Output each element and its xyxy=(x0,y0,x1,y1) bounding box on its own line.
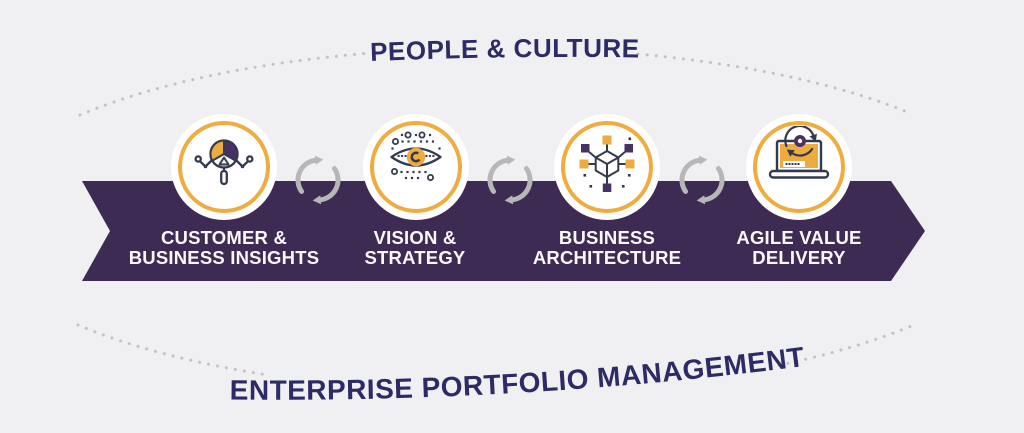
dotted-arc-bottom-left xyxy=(76,323,270,377)
stage-label-line1: VISION & xyxy=(373,227,457,248)
people-culture-title-text: PEOPLE & CULTURE xyxy=(370,33,640,67)
stage-label-line2: DELIVERY xyxy=(752,247,846,268)
stage-ring xyxy=(753,121,845,213)
enterprise-portfolio-title: ENTERPRISE PORTFOLIO MANAGEMENT xyxy=(230,341,807,406)
stage-ring xyxy=(370,121,462,213)
stage-label-line1: CUSTOMER & xyxy=(160,227,288,248)
stage-label-agile-delivery: AGILE VALUE DELIVERY xyxy=(684,228,914,268)
cube-network-icon xyxy=(579,135,635,192)
stage-ring xyxy=(561,121,653,213)
cycle-arrows-icon xyxy=(295,155,341,205)
cycle-arrows-icon xyxy=(679,155,725,205)
stage-label-line2: ARCHITECTURE xyxy=(532,247,682,268)
cycle-arrows-icon xyxy=(487,155,533,205)
stage-label-customer-insights: CUSTOMER & BUSINESS INSIGHTS xyxy=(109,228,339,268)
stage-label-business-architecture: BUSINESS ARCHITECTURE xyxy=(492,228,722,268)
people-culture-title: PEOPLE & CULTURE xyxy=(370,33,640,67)
laptop-sync-icon xyxy=(768,126,830,179)
stage-label-line1: BUSINESS xyxy=(558,227,656,248)
stage-circle-vision-strategy xyxy=(363,114,469,220)
process-banner-ribbon xyxy=(82,181,925,281)
stage-label-line1: AGILE VALUE xyxy=(736,227,862,248)
magnifier-pie-chart-icon xyxy=(194,139,254,186)
stage-label-line2: BUSINESS INSIGHTS xyxy=(128,247,320,268)
enterprise-portfolio-title-text: ENTERPRISE PORTFOLIO MANAGEMENT xyxy=(230,341,806,406)
stage-ring xyxy=(178,121,270,213)
dotted-arc-top-right xyxy=(636,52,914,116)
stage-label-vision-strategy: VISION & STRATEGY xyxy=(300,228,530,268)
dotted-arc-top-left xyxy=(78,52,367,117)
dotted-arc-bottom-right xyxy=(768,322,919,369)
stage-label-line2: STRATEGY xyxy=(364,247,466,268)
eye-icon xyxy=(390,131,442,182)
